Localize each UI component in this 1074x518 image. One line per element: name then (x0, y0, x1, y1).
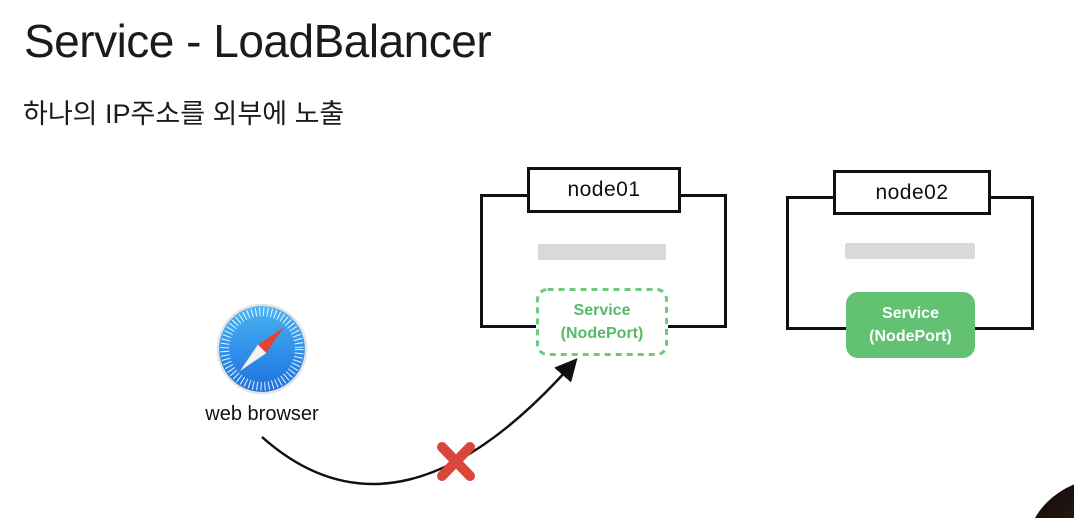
safari-compass-icon (216, 303, 308, 395)
presenter-face-overlay (1024, 479, 1074, 518)
service-label-line2: (NodePort) (869, 328, 952, 345)
dashed-green-border (536, 288, 668, 356)
compass-tick-ring (220, 307, 304, 391)
service-label-line2: (NodePort) (560, 325, 644, 342)
node02-service-nodeport-solid: Service (NodePort) (846, 292, 975, 358)
node02-label-text: node02 (875, 180, 949, 204)
compass-needle-red (257, 327, 284, 354)
service-label-line1: Service (882, 305, 939, 322)
compass-needle-white (240, 344, 267, 371)
web-browser-label: web browser (205, 403, 319, 425)
red-x-icon (437, 442, 475, 481)
node02-label: node02 (833, 170, 991, 215)
node02-pod-placeholder-bar (845, 243, 975, 259)
slide-subtitle: 하나의 IP주소를 외부에 노출 (23, 99, 345, 129)
node01-label-text: node01 (567, 178, 641, 201)
service-label-line1: Service (573, 302, 631, 319)
node01-service-nodeport-dashed: Service (NodePort) (536, 288, 668, 356)
node01-label: node01 (527, 167, 681, 213)
slide-title: Service - LoadBalancer (24, 15, 492, 67)
node01-pod-placeholder-bar (538, 244, 666, 260)
